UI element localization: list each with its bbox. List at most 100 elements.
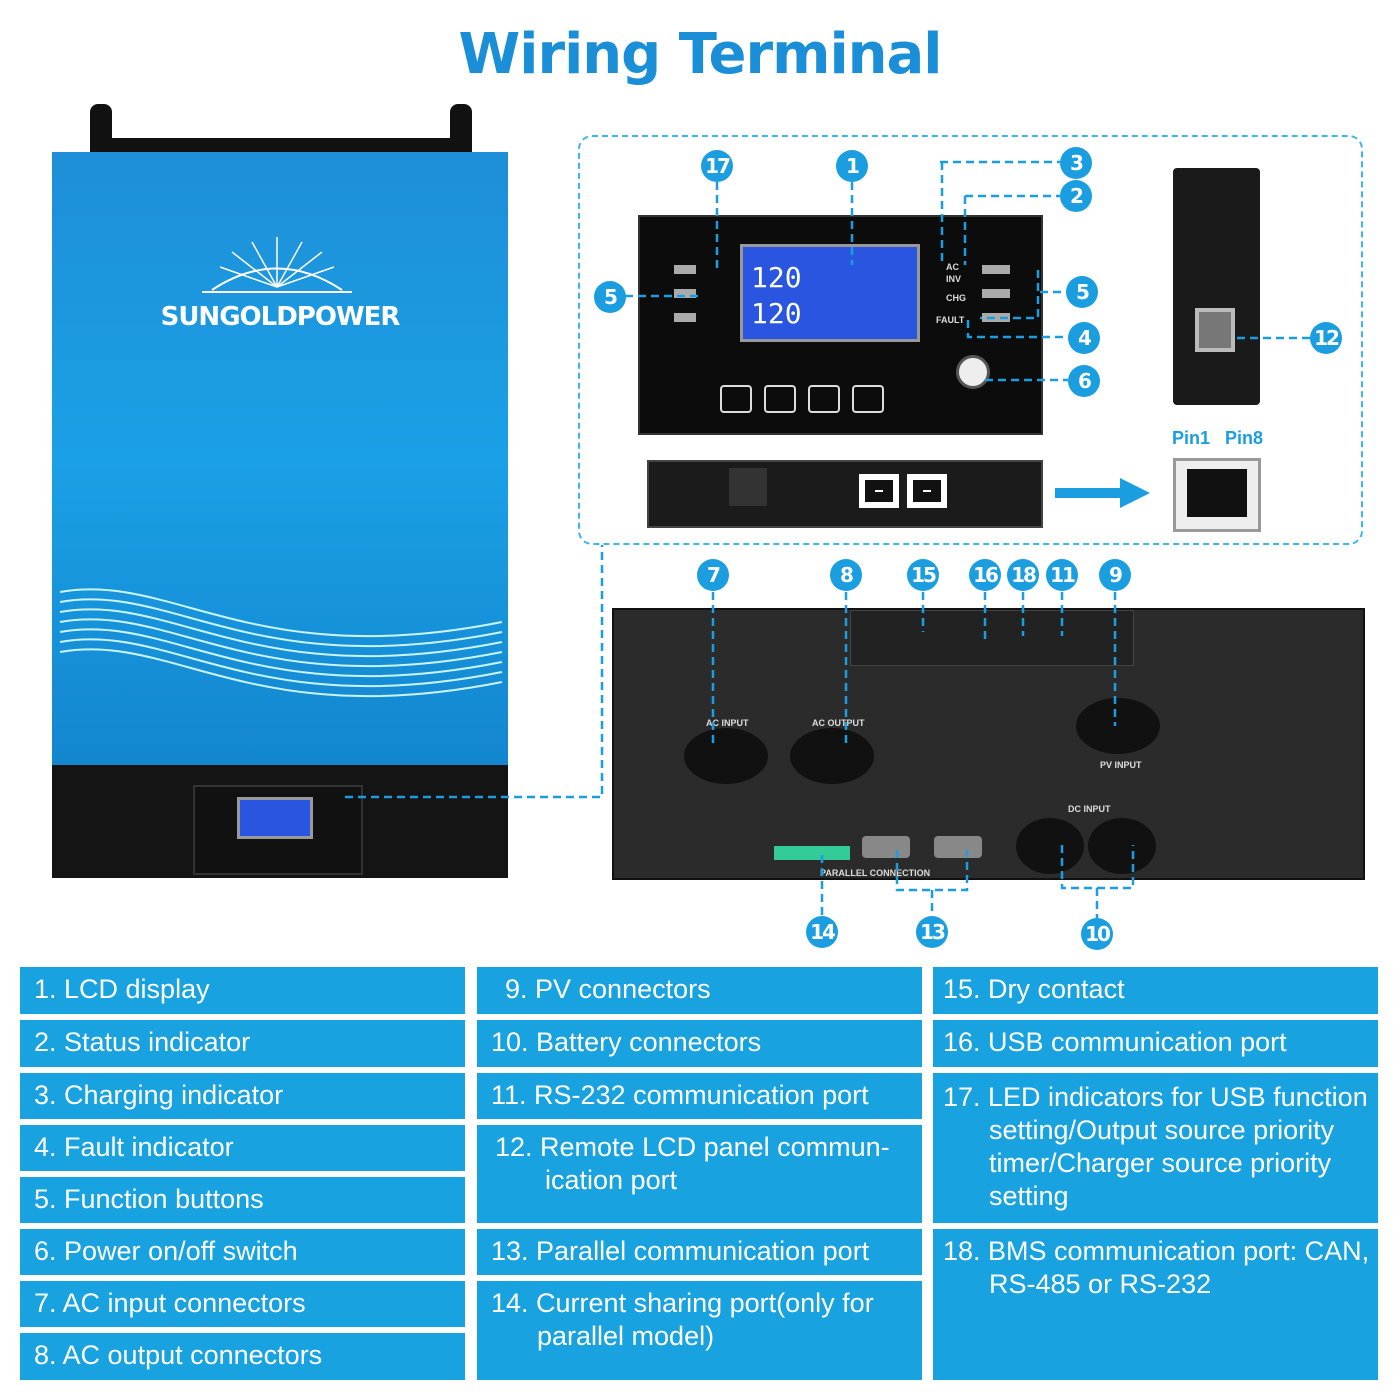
wifi-icon [720,385,752,413]
legend-text: RS-485 or RS-232 [989,1269,1212,1299]
rj45-pinout [1173,458,1261,532]
rear-panel: AC INPUT AC OUTPUT PV INPUT DC INPUT PAR… [612,608,1365,880]
led-label-ac: AC [946,262,959,272]
brand-logo: SUNGOLDPOWER [160,302,401,332]
legend-item: 10. Battery connectors [477,1020,922,1067]
legend-text: 12. Remote LCD panel commun- [495,1132,890,1162]
legend-item: 16. USB communication port [933,1020,1378,1067]
legend-text: 10. Battery connectors [491,1027,762,1057]
function-icons [720,385,920,415]
callout-15: 15 [907,559,939,591]
output-priority-button[interactable] [674,289,696,298]
legend-text: timer/Charger source priority [989,1148,1332,1178]
battery-connector-1 [1016,818,1084,874]
remote-lcd-port [1195,308,1235,352]
callout-5-right: 5 [1066,276,1098,308]
current-sharing-port [774,846,850,860]
callout-17: 17 [701,150,733,182]
callout-10: 10 [1081,918,1113,950]
callout-1: 1 [836,150,868,182]
pv-input-label: PV INPUT [1100,760,1142,770]
ac-output-connector [790,728,874,784]
parallel-port-2 [934,836,982,858]
callout-11: 11 [1046,559,1078,591]
legend-item: 5. Function buttons [20,1177,465,1223]
rj45-port-1 [859,474,899,508]
detail-box [578,135,1363,545]
mini-lcd [237,797,313,839]
usb-function-button[interactable] [674,265,696,274]
led-label-fault: FAULT [936,315,965,325]
pin1-label: Pin1 [1172,428,1211,448]
battery-connector-2 [1088,818,1156,874]
callout-3: 3 [1060,147,1092,179]
callout-13: 13 [916,916,948,948]
legend-text: 17. LED indicators for USB function [943,1082,1368,1112]
ac-input-label: AC INPUT [706,718,749,728]
legend-item: 8. AC output connectors [20,1333,465,1380]
callout-16: 16 [969,559,1001,591]
legend-item: 18. BMS communication port: CAN,RS-485 o… [933,1229,1378,1380]
battery-icon [808,385,840,413]
front-control-panel: 120 120 AC INV CHG FAULT [638,215,1043,435]
power-switch[interactable] [956,355,990,389]
comm-port-section [850,610,1134,666]
grid-icon [764,385,796,413]
led-label-inv: INV [946,274,962,284]
legend-item: 2. Status indicator [20,1020,465,1067]
mount-bar [90,138,472,154]
lcd-display: 120 120 [740,244,920,342]
legend-item: 12. Remote LCD panel commun-ication port [477,1125,922,1223]
inverter-front [52,152,508,766]
page-title: Wiring Terminal [458,22,943,87]
load-icon [852,385,884,413]
legend-text: 18. BMS communication port: CAN, [943,1236,1370,1266]
parallel-connection-label: PARALLEL CONNECTION [820,868,931,878]
legend-item: 11. RS-232 communication port [477,1073,922,1119]
mini-control-panel [193,785,363,875]
dc-input-label: DC INPUT [1068,804,1111,814]
sun-logo-icon [59,237,503,698]
rj45-port-2 [907,474,947,508]
callout-5-left: 5 [594,281,626,313]
led-label-chg: CHG [946,293,966,303]
down-button[interactable] [982,289,1010,298]
legend-text: ication port [545,1165,678,1195]
ac-output-label: AC OUTPUT [812,718,865,728]
callout-9: 9 [1099,559,1131,591]
callout-lines [345,160,1310,918]
lcd-output-value: 120 [751,297,802,330]
charger-priority-button[interactable] [674,313,696,322]
legend-item: 15. Dry contact [933,967,1378,1014]
bottom-port-strip [647,460,1043,528]
legend-item: 6. Power on/off switch [20,1229,465,1275]
arrow-right-icon [1055,478,1150,508]
callout-18: 18 [1007,559,1039,591]
legend-item: 1. LCD display [20,967,465,1014]
legend-text: setting [989,1181,1069,1211]
ac-input-connector [684,728,768,784]
legend-item: 7. AC input connectors [20,1281,465,1327]
legend-text: 14. Current sharing port(only for [491,1288,874,1318]
dry-contact-port [729,468,767,506]
callout-14: 14 [806,916,838,948]
legend-item: 4. Fault indicator [20,1125,465,1171]
callout-2: 2 [1060,180,1092,212]
legend-text: setting/Output source priority [989,1115,1335,1145]
callout-7: 7 [697,559,729,591]
legend-text: 15. Dry contact [943,974,1125,1004]
callout-6: 6 [1068,365,1100,397]
legend-text: parallel model) [537,1321,715,1351]
legend-text: 9. PV connectors [505,974,711,1004]
pv-input-connector [1076,698,1160,754]
callout-12: 12 [1310,322,1342,354]
enter-button[interactable] [982,313,1010,322]
up-button[interactable] [982,265,1010,274]
remote-panel-side [1173,168,1260,405]
callout-4: 4 [1068,322,1100,354]
legend-text: 13. Parallel communication port [491,1236,870,1266]
legend-text: 11. RS-232 communication port [491,1080,869,1110]
pin8-label: Pin8 [1225,428,1264,448]
